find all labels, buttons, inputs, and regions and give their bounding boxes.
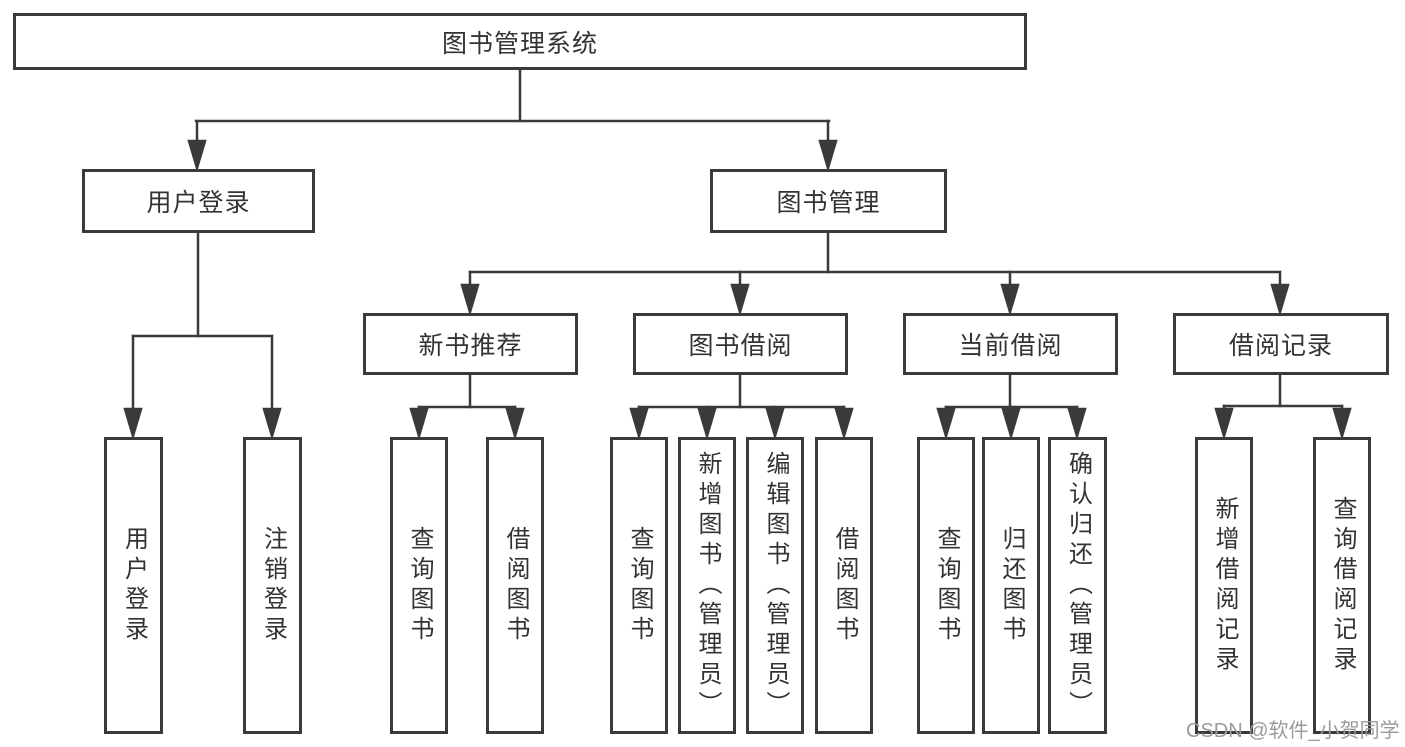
leaf-add-book-admin-label: 新增图书（管理员） [694, 450, 721, 721]
node-user-login-label: 用户登录 [146, 189, 251, 217]
node-root-system: 图书管理系统 [13, 13, 1027, 70]
leaf-query-borrow-record: 查询借阅记录 [1313, 437, 1371, 734]
leaf-logout: 注销登录 [243, 437, 302, 734]
node-book-management: 图书管理 [710, 169, 947, 233]
leaf-borrow-query-book: 查询图书 [610, 437, 668, 734]
leaf-edit-book-admin: 编辑图书（管理员） [746, 437, 804, 734]
connector-user-login-children [123, 231, 282, 441]
leaf-logout-label: 注销登录 [259, 525, 287, 646]
leaf-current-query-book-label: 查询图书 [933, 525, 960, 646]
leaf-confirm-return-admin-label: 确认归还（管理员） [1064, 450, 1092, 721]
node-book-management-label: 图书管理 [776, 189, 881, 217]
connector-borrow-record-children [1214, 373, 1352, 441]
leaf-add-book-admin: 新增图书（管理员） [678, 437, 736, 734]
node-book-borrow-label: 图书借阅 [688, 332, 793, 360]
csdn-watermark: CSDN @软件_小贺同学 [1186, 720, 1400, 742]
leaf-borrow-book-label: 借阅图书 [831, 525, 858, 646]
connector-book-borrow-children [629, 373, 854, 441]
node-current-borrow: 当前借阅 [903, 313, 1118, 375]
leaf-user-login: 用户登录 [104, 437, 163, 734]
node-root-system-label: 图书管理系统 [441, 29, 598, 58]
leaf-recommend-borrow-book: 借阅图书 [486, 437, 544, 734]
node-borrow-record: 借阅记录 [1173, 313, 1389, 375]
connector-current-borrow-children [936, 373, 1087, 441]
leaf-user-login-label: 用户登录 [120, 525, 148, 646]
leaf-add-borrow-record: 新增借阅记录 [1195, 437, 1253, 734]
leaf-return-book: 归还图书 [982, 437, 1040, 734]
leaf-edit-book-admin-label: 编辑图书（管理员） [762, 450, 789, 721]
node-current-borrow-label: 当前借阅 [958, 332, 1063, 360]
leaf-recommend-query-book-label: 查询图书 [406, 525, 433, 646]
node-borrow-record-label: 借阅记录 [1228, 332, 1333, 360]
node-new-book-recommend-label: 新书推荐 [418, 332, 523, 360]
leaf-borrow-query-book-label: 查询图书 [626, 525, 653, 646]
connector-new-book-children [409, 373, 525, 441]
node-book-borrow: 图书借阅 [633, 313, 848, 375]
leaf-add-borrow-record-label: 新增借阅记录 [1211, 495, 1238, 676]
leaf-query-borrow-record-label: 查询借阅记录 [1329, 495, 1356, 676]
leaf-recommend-query-book: 查询图书 [390, 437, 448, 734]
node-user-login: 用户登录 [82, 169, 315, 233]
leaf-current-query-book: 查询图书 [917, 437, 975, 734]
leaf-borrow-book: 借阅图书 [815, 437, 873, 734]
node-new-book-recommend: 新书推荐 [363, 313, 578, 375]
leaf-confirm-return-admin: 确认归还（管理员） [1048, 437, 1107, 734]
leaf-return-book-label: 归还图书 [998, 525, 1025, 646]
connector-book-management-children [460, 231, 1290, 317]
connector-root-to-level2 [187, 68, 838, 173]
leaf-recommend-borrow-book-label: 借阅图书 [502, 525, 529, 646]
